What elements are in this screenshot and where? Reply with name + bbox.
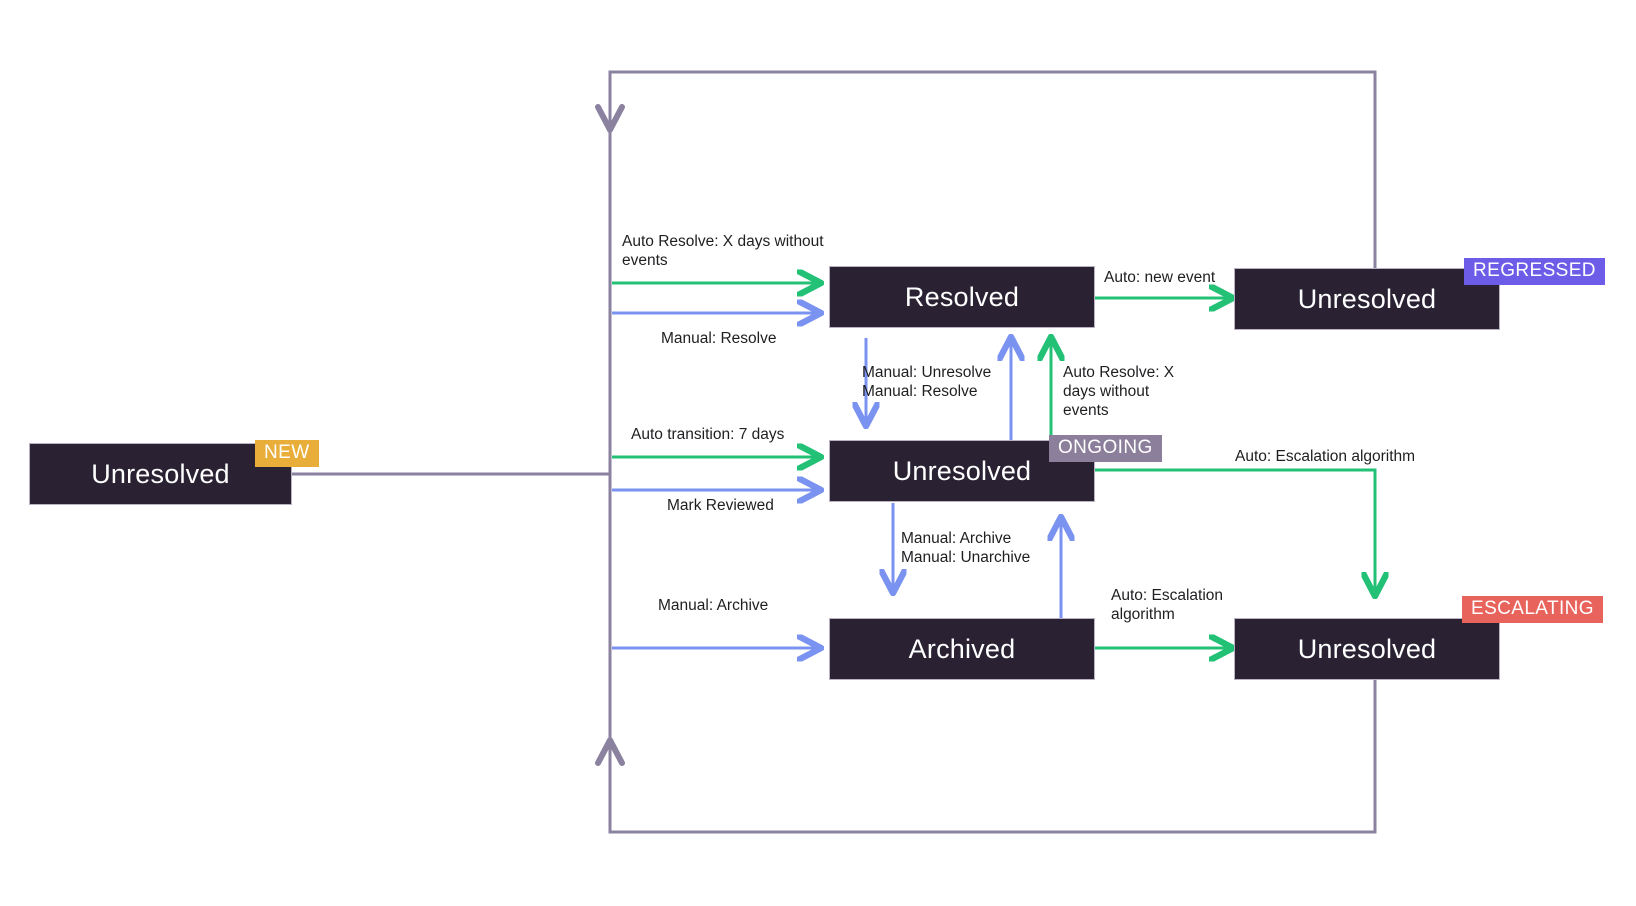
edge-label-manual-archive-unarchive: Manual: Archive Manual: Unarchive — [901, 530, 1031, 566]
node-label: Unresolved — [1297, 283, 1437, 314]
node-label: Unresolved — [892, 455, 1032, 486]
edge-label-auto-resolve-days-mid: Auto Resolve: X days without events — [1063, 364, 1175, 419]
node-label: Archived — [908, 633, 1016, 664]
node-label: Unresolved — [91, 458, 230, 489]
badge-ongoing: ONGOING — [1049, 435, 1162, 462]
badge-label: ONGOING — [1058, 436, 1153, 458]
edge-label-mark-reviewed: Mark Reviewed — [667, 497, 774, 514]
edge-label-manual-unresolve-resolve: Manual: Unresolve Manual: Resolve — [862, 364, 992, 400]
node-label: Resolved — [904, 281, 1020, 312]
badge-label: ESCALATING — [1471, 597, 1594, 619]
node-new-unresolved[interactable]: Unresolved — [29, 443, 292, 505]
badge-label: REGRESSED — [1473, 259, 1596, 281]
node-archived[interactable]: Archived — [829, 618, 1095, 680]
edge-label-manual-resolve: Manual: Resolve — [661, 330, 777, 347]
node-regressed-unresolved[interactable]: Unresolved — [1234, 268, 1500, 330]
edge-label-auto-escalation-top: Auto: Escalation algorithm — [1235, 448, 1416, 465]
node-ongoing-unresolved[interactable]: Unresolved — [829, 440, 1095, 502]
badge-label: NEW — [264, 441, 310, 463]
edge-label-auto-escalation-bottom: Auto: Escalation algorithm — [1111, 587, 1224, 623]
node-escalating-unresolved[interactable]: Unresolved — [1234, 618, 1500, 680]
edge-label-manual-archive: Manual: Archive — [658, 597, 769, 614]
edge-label-auto-new-event: Auto: new event — [1104, 269, 1216, 286]
node-resolved[interactable]: Resolved — [829, 266, 1095, 328]
edge-label-auto-transition-7-days: Auto transition: 7 days — [631, 426, 785, 443]
badge-new: NEW — [255, 440, 319, 467]
edge-label-auto-resolve-days-top: Auto Resolve: X days without events — [622, 233, 824, 269]
badge-regressed: REGRESSED — [1464, 258, 1605, 285]
badge-escalating: ESCALATING — [1462, 596, 1603, 623]
node-label: Unresolved — [1297, 633, 1437, 664]
